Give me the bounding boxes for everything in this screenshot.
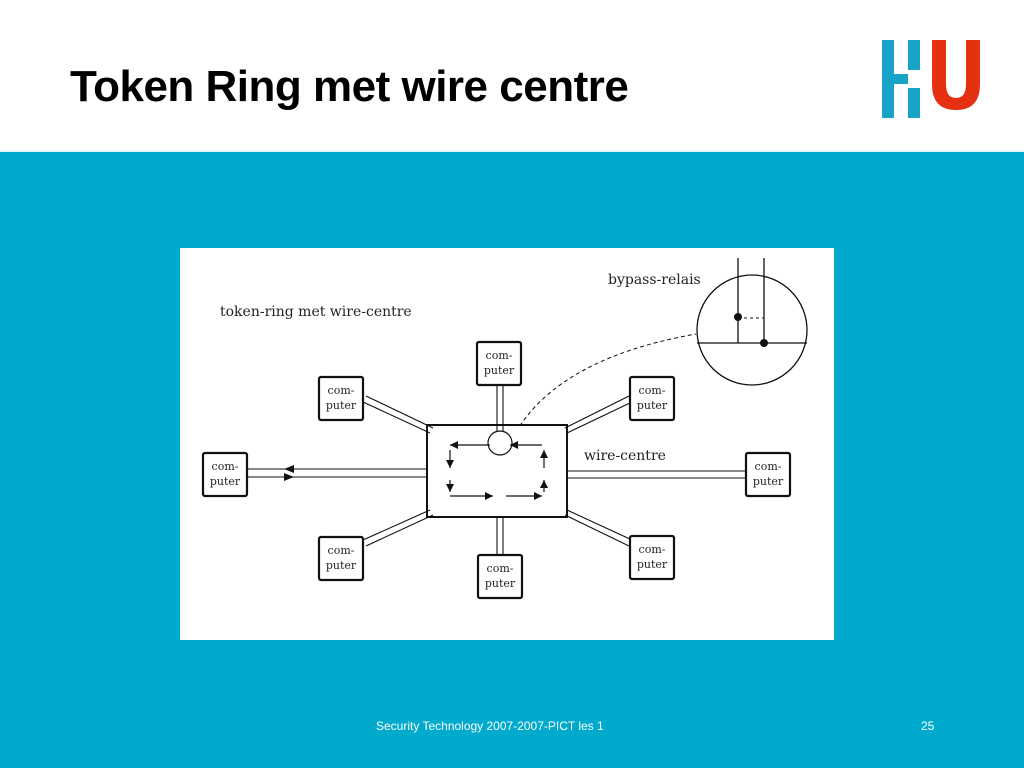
computer-top: com- puter [475, 340, 523, 387]
svg-text:puter: puter [326, 399, 357, 412]
svg-text:com-: com- [639, 384, 666, 397]
computer-top-right: com- puter [628, 375, 676, 422]
logo-u-shape [932, 40, 980, 110]
computer-top-left: com- puter [317, 375, 365, 422]
computer-bottom: com- puter [476, 553, 524, 600]
svg-text:puter: puter [485, 577, 516, 590]
diagram-caption: token-ring met wire-centre [220, 304, 412, 320]
slide-header: Token Ring met wire centre [0, 0, 1024, 152]
logo-bar-left [882, 40, 894, 118]
ring-arrows [446, 441, 548, 500]
cables [247, 385, 746, 555]
svg-text:com-: com- [328, 384, 355, 397]
page-number: 25 [921, 719, 935, 733]
slide-title: Token Ring met wire centre [70, 62, 629, 111]
wire-centre-box [426, 424, 568, 518]
svg-text:puter: puter [326, 559, 357, 572]
logo-bar-mid-bottom [908, 88, 920, 118]
slide-footer: Security Technology 2007-2007-PICT les 1 [376, 719, 604, 733]
token-ring-diagram: token-ring met wire-centre bypass-relais… [201, 258, 808, 600]
logo-bar-mid-top [908, 40, 920, 70]
svg-text:puter: puter [753, 475, 784, 488]
svg-text:com-: com- [486, 349, 513, 362]
svg-text:puter: puter [637, 558, 668, 571]
svg-text:com-: com- [755, 460, 782, 473]
computer-bottom-right: com- puter [628, 534, 676, 581]
svg-text:com-: com- [639, 543, 666, 556]
computer-right: com- puter [744, 451, 792, 498]
relay-leader-line [515, 333, 697, 433]
svg-text:puter: puter [637, 399, 668, 412]
hu-logo [882, 40, 980, 118]
bypass-relais-label: bypass-relais [608, 272, 701, 288]
header-divider [0, 150, 1024, 153]
cable-arrows [284, 465, 294, 481]
logo-dash [894, 74, 908, 84]
wire-centre-label: wire-centre [584, 448, 666, 464]
hub-relay-circle [487, 430, 513, 456]
diagram-figure: token-ring met wire-centre bypass-relais… [180, 248, 834, 640]
svg-text:com-: com- [212, 460, 239, 473]
computer-left: com- puter [201, 451, 249, 498]
bypass-relay-detail [696, 258, 808, 386]
svg-text:com-: com- [328, 544, 355, 557]
svg-text:puter: puter [484, 364, 515, 377]
svg-text:com-: com- [487, 562, 514, 575]
computer-bottom-left: com- puter [317, 535, 365, 582]
svg-text:puter: puter [210, 475, 241, 488]
